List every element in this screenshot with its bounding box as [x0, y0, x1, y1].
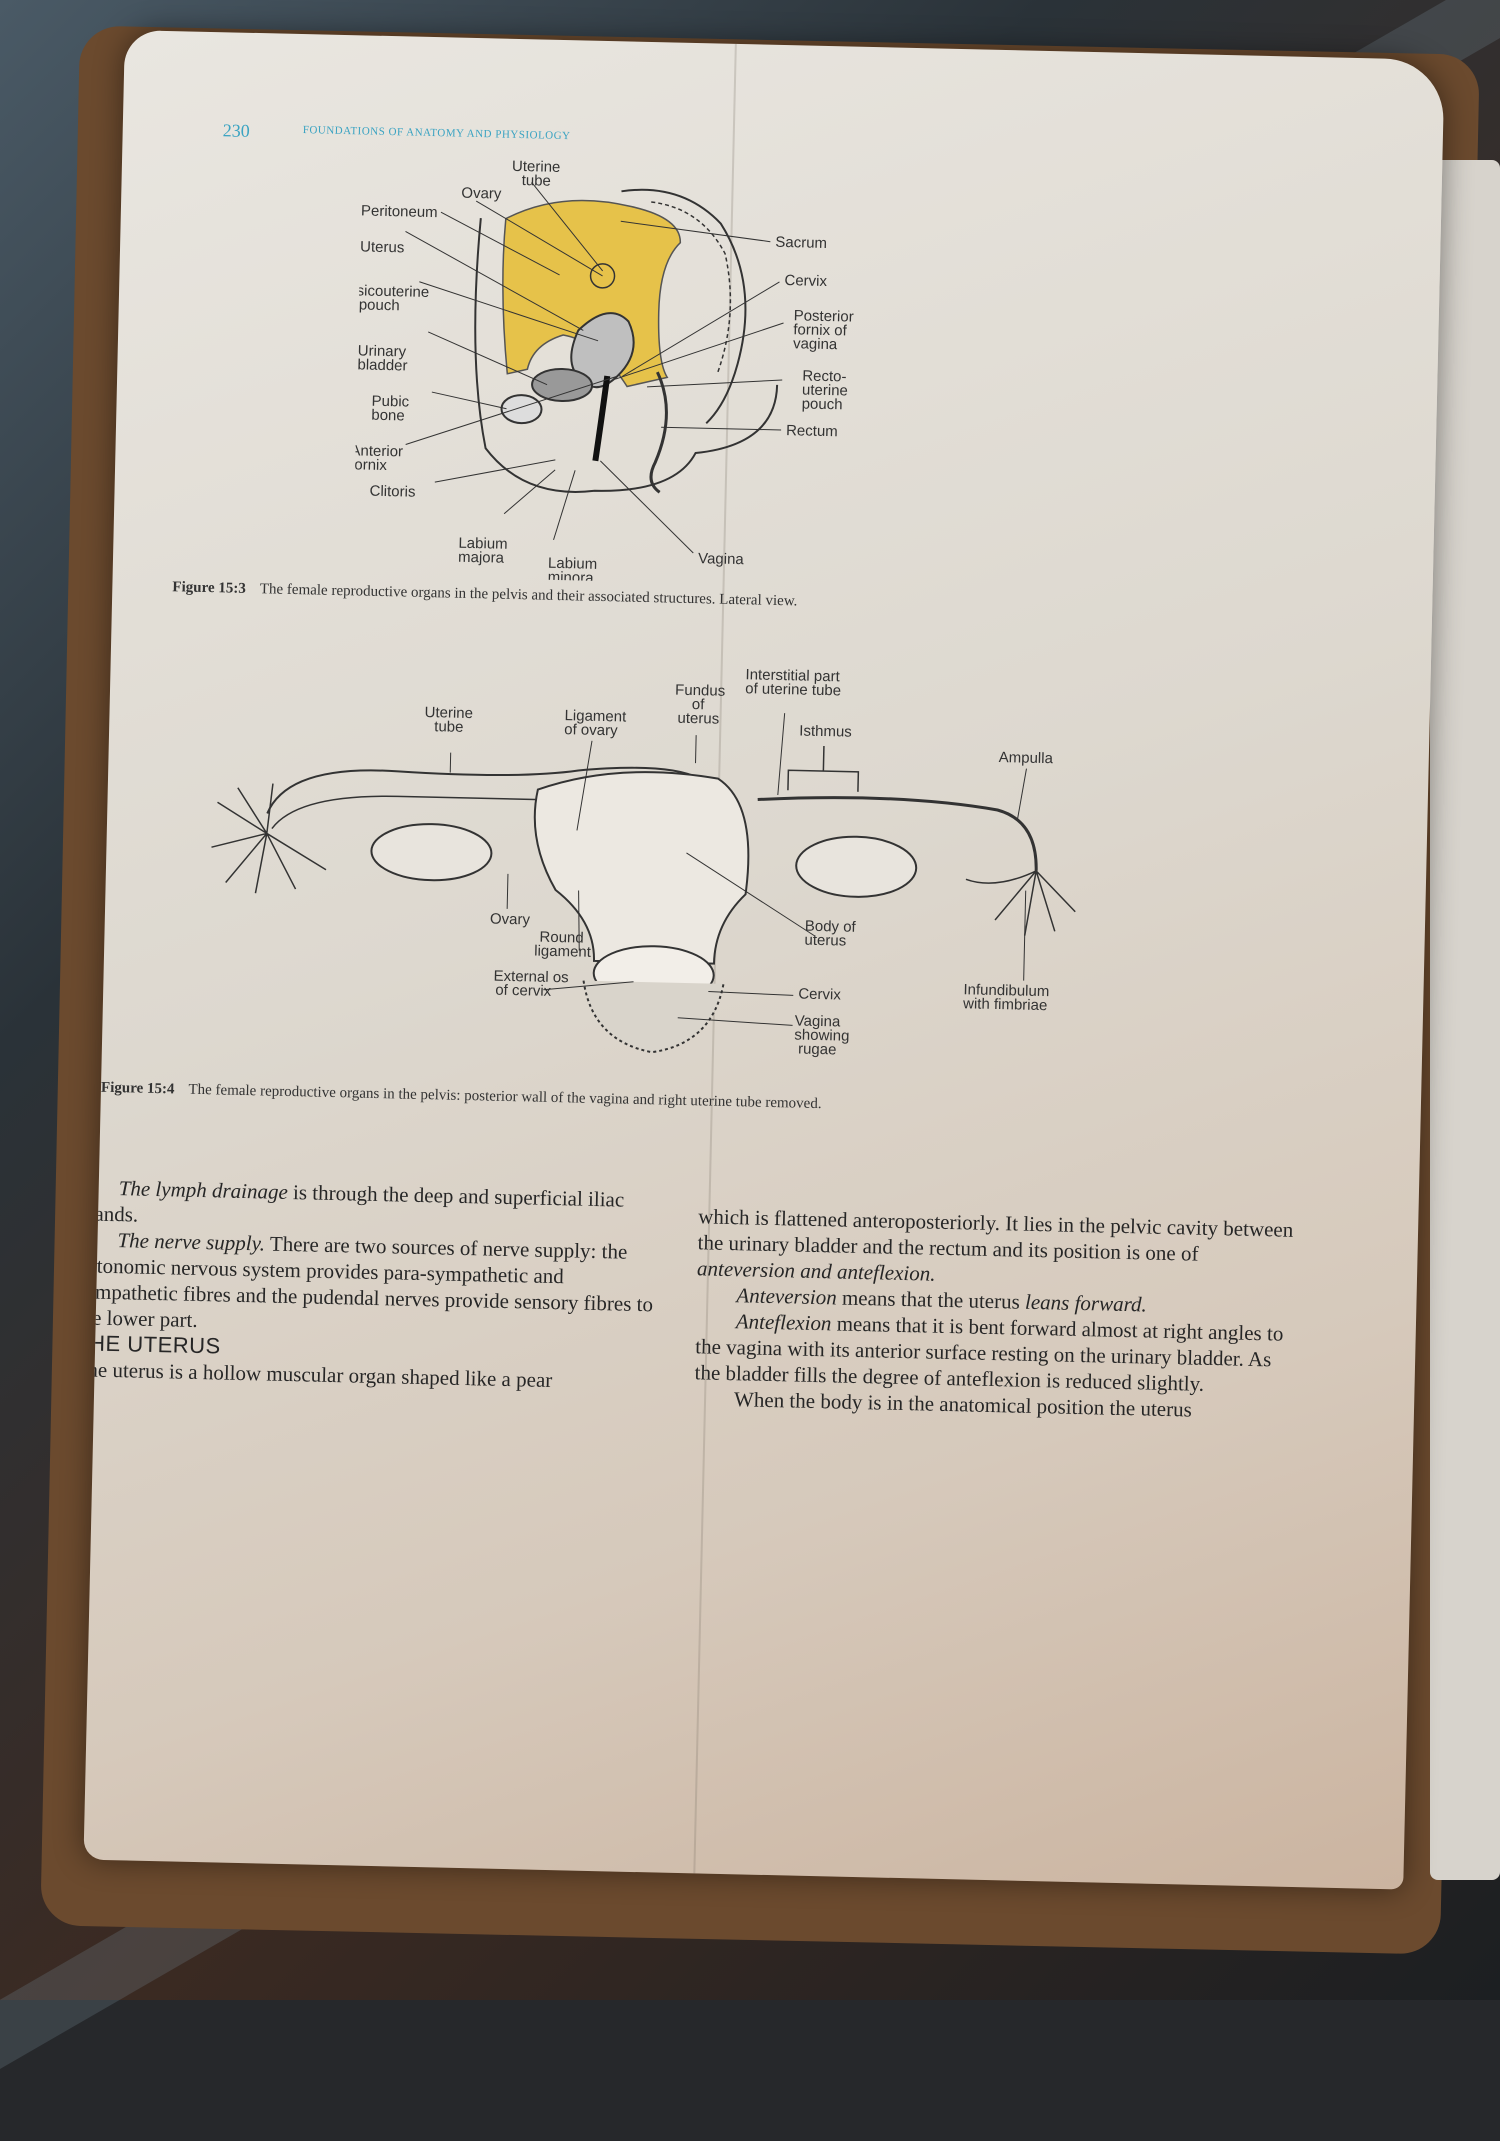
figure-15-3-caption-label: Figure 15:3 — [172, 579, 246, 597]
label-urinary-2: bladder — [357, 356, 407, 374]
figure-15-3-caption: Figure 15:3 The female reproductive organ… — [172, 579, 797, 610]
label-pubic-2: bone — [371, 407, 405, 425]
right-ovary-shape — [796, 835, 917, 898]
pubic-bone-shape — [501, 395, 542, 424]
label-recto-3: pouch — [801, 395, 842, 413]
label-infundibulum-2: with fimbriae — [962, 995, 1048, 1014]
vagina-rugae-shape — [582, 981, 724, 1054]
label-ampulla: Ampulla — [999, 749, 1054, 767]
label-ligament-2: of ovary — [564, 721, 618, 739]
position-text: which is flattened anteroposteriorly. It… — [697, 1204, 1293, 1265]
label-labium-minora-2: minora — [548, 569, 595, 587]
label-vesicouterine-2: pouch — [359, 296, 400, 314]
label-round-2: ligament — [534, 943, 592, 961]
label-vagina-rugae-3: rugae — [798, 1041, 837, 1059]
label-vagina: Vagina — [698, 550, 745, 568]
label-uterine-tube-2: tube — [521, 172, 551, 190]
paragraph-nerve: The nerve supply. There are two sources … — [83, 1226, 667, 1343]
paragraph-anteflexion: Anteflexion means that it is bent forwar… — [694, 1307, 1296, 1399]
label-body-of-uterus-2: uterus — [804, 932, 846, 950]
figure-15-4: Uterine tube Ligament of ovary Fundus of… — [191, 652, 1200, 1095]
label-cervix: Cervix — [784, 272, 827, 290]
ovary-shape — [590, 264, 615, 289]
label-sacrum: Sacrum — [775, 234, 827, 252]
label-peritoneum: Peritoneum — [361, 202, 438, 221]
lymph-emphasis: The lymph drainage — [118, 1176, 288, 1204]
text-column-left: The lymph drainage is through the deep a… — [83, 1174, 668, 1395]
label-clitoris: Clitoris — [369, 483, 415, 501]
posterior-view-diagram: Uterine tube Ligament of ovary Fundus of… — [191, 652, 1200, 1095]
label-posterior-3: vagina — [793, 335, 838, 353]
label-labium-majora-2: majora — [458, 549, 505, 567]
label-ovary: Ovary — [461, 185, 502, 203]
position-emphasis: anteversion and anteflexion. — [697, 1256, 936, 1285]
figure-15-4-caption-text: The female reproductive organs in the pe… — [188, 1082, 821, 1112]
text-column-right: which is flattened anteroposteriorly. It… — [694, 1203, 1299, 1425]
label-anterior-2: fornix — [353, 456, 388, 474]
right-fimbriae — [965, 869, 1076, 936]
page-number: 230 — [223, 120, 250, 142]
paragraph-position: which is flattened anteroposteriorly. It… — [697, 1203, 1299, 1295]
vagina-shape — [595, 376, 607, 461]
facing-page-edge — [1430, 160, 1500, 1880]
nerve-emphasis: The nerve supply. — [117, 1228, 265, 1255]
label-uterus: Uterus — [360, 238, 405, 256]
figure-15-4-caption: Figure 15:4 The female reproductive organ… — [101, 1080, 822, 1113]
label-external-os-2: of cervix — [495, 982, 552, 1000]
rectum-shape — [651, 372, 668, 492]
figure-15-3: Ovary Uterine tube Peritoneum Uterus Ves… — [353, 155, 1042, 590]
label-cervix: Cervix — [798, 986, 841, 1004]
anteversion-term: Anteversion — [736, 1283, 837, 1309]
anteversion-emphasis: leans forward. — [1025, 1290, 1147, 1317]
book-page: 230 FOUNDATIONS OF ANATOMY AND PHYSIOLOG… — [83, 30, 1444, 1889]
left-fimbriae — [210, 782, 327, 895]
label-ovary: Ovary — [490, 911, 531, 929]
lateral-view-diagram: Ovary Uterine tube Peritoneum Uterus Ves… — [353, 155, 1042, 590]
label-uterine-tube-2: tube — [434, 718, 464, 736]
left-ovary-shape — [371, 823, 492, 882]
label-fundus-3: uterus — [677, 710, 719, 728]
label-rectum: Rectum — [786, 422, 838, 440]
running-title: FOUNDATIONS OF ANATOMY AND PHYSIOLOGY — [303, 124, 571, 142]
figure-15-3-caption-text: The female reproductive organs in the pe… — [260, 581, 798, 609]
label-interstitial-2: of uterine tube — [745, 680, 841, 699]
anteversion-text: means that the uterus — [836, 1285, 1025, 1313]
isthmus-bracket — [788, 745, 859, 792]
label-isthmus: Isthmus — [799, 722, 852, 740]
bladder-shape — [532, 368, 593, 401]
figure-15-4-caption-label: Figure 15:4 — [101, 1080, 175, 1098]
anteflexion-term: Anteflexion — [736, 1309, 832, 1335]
